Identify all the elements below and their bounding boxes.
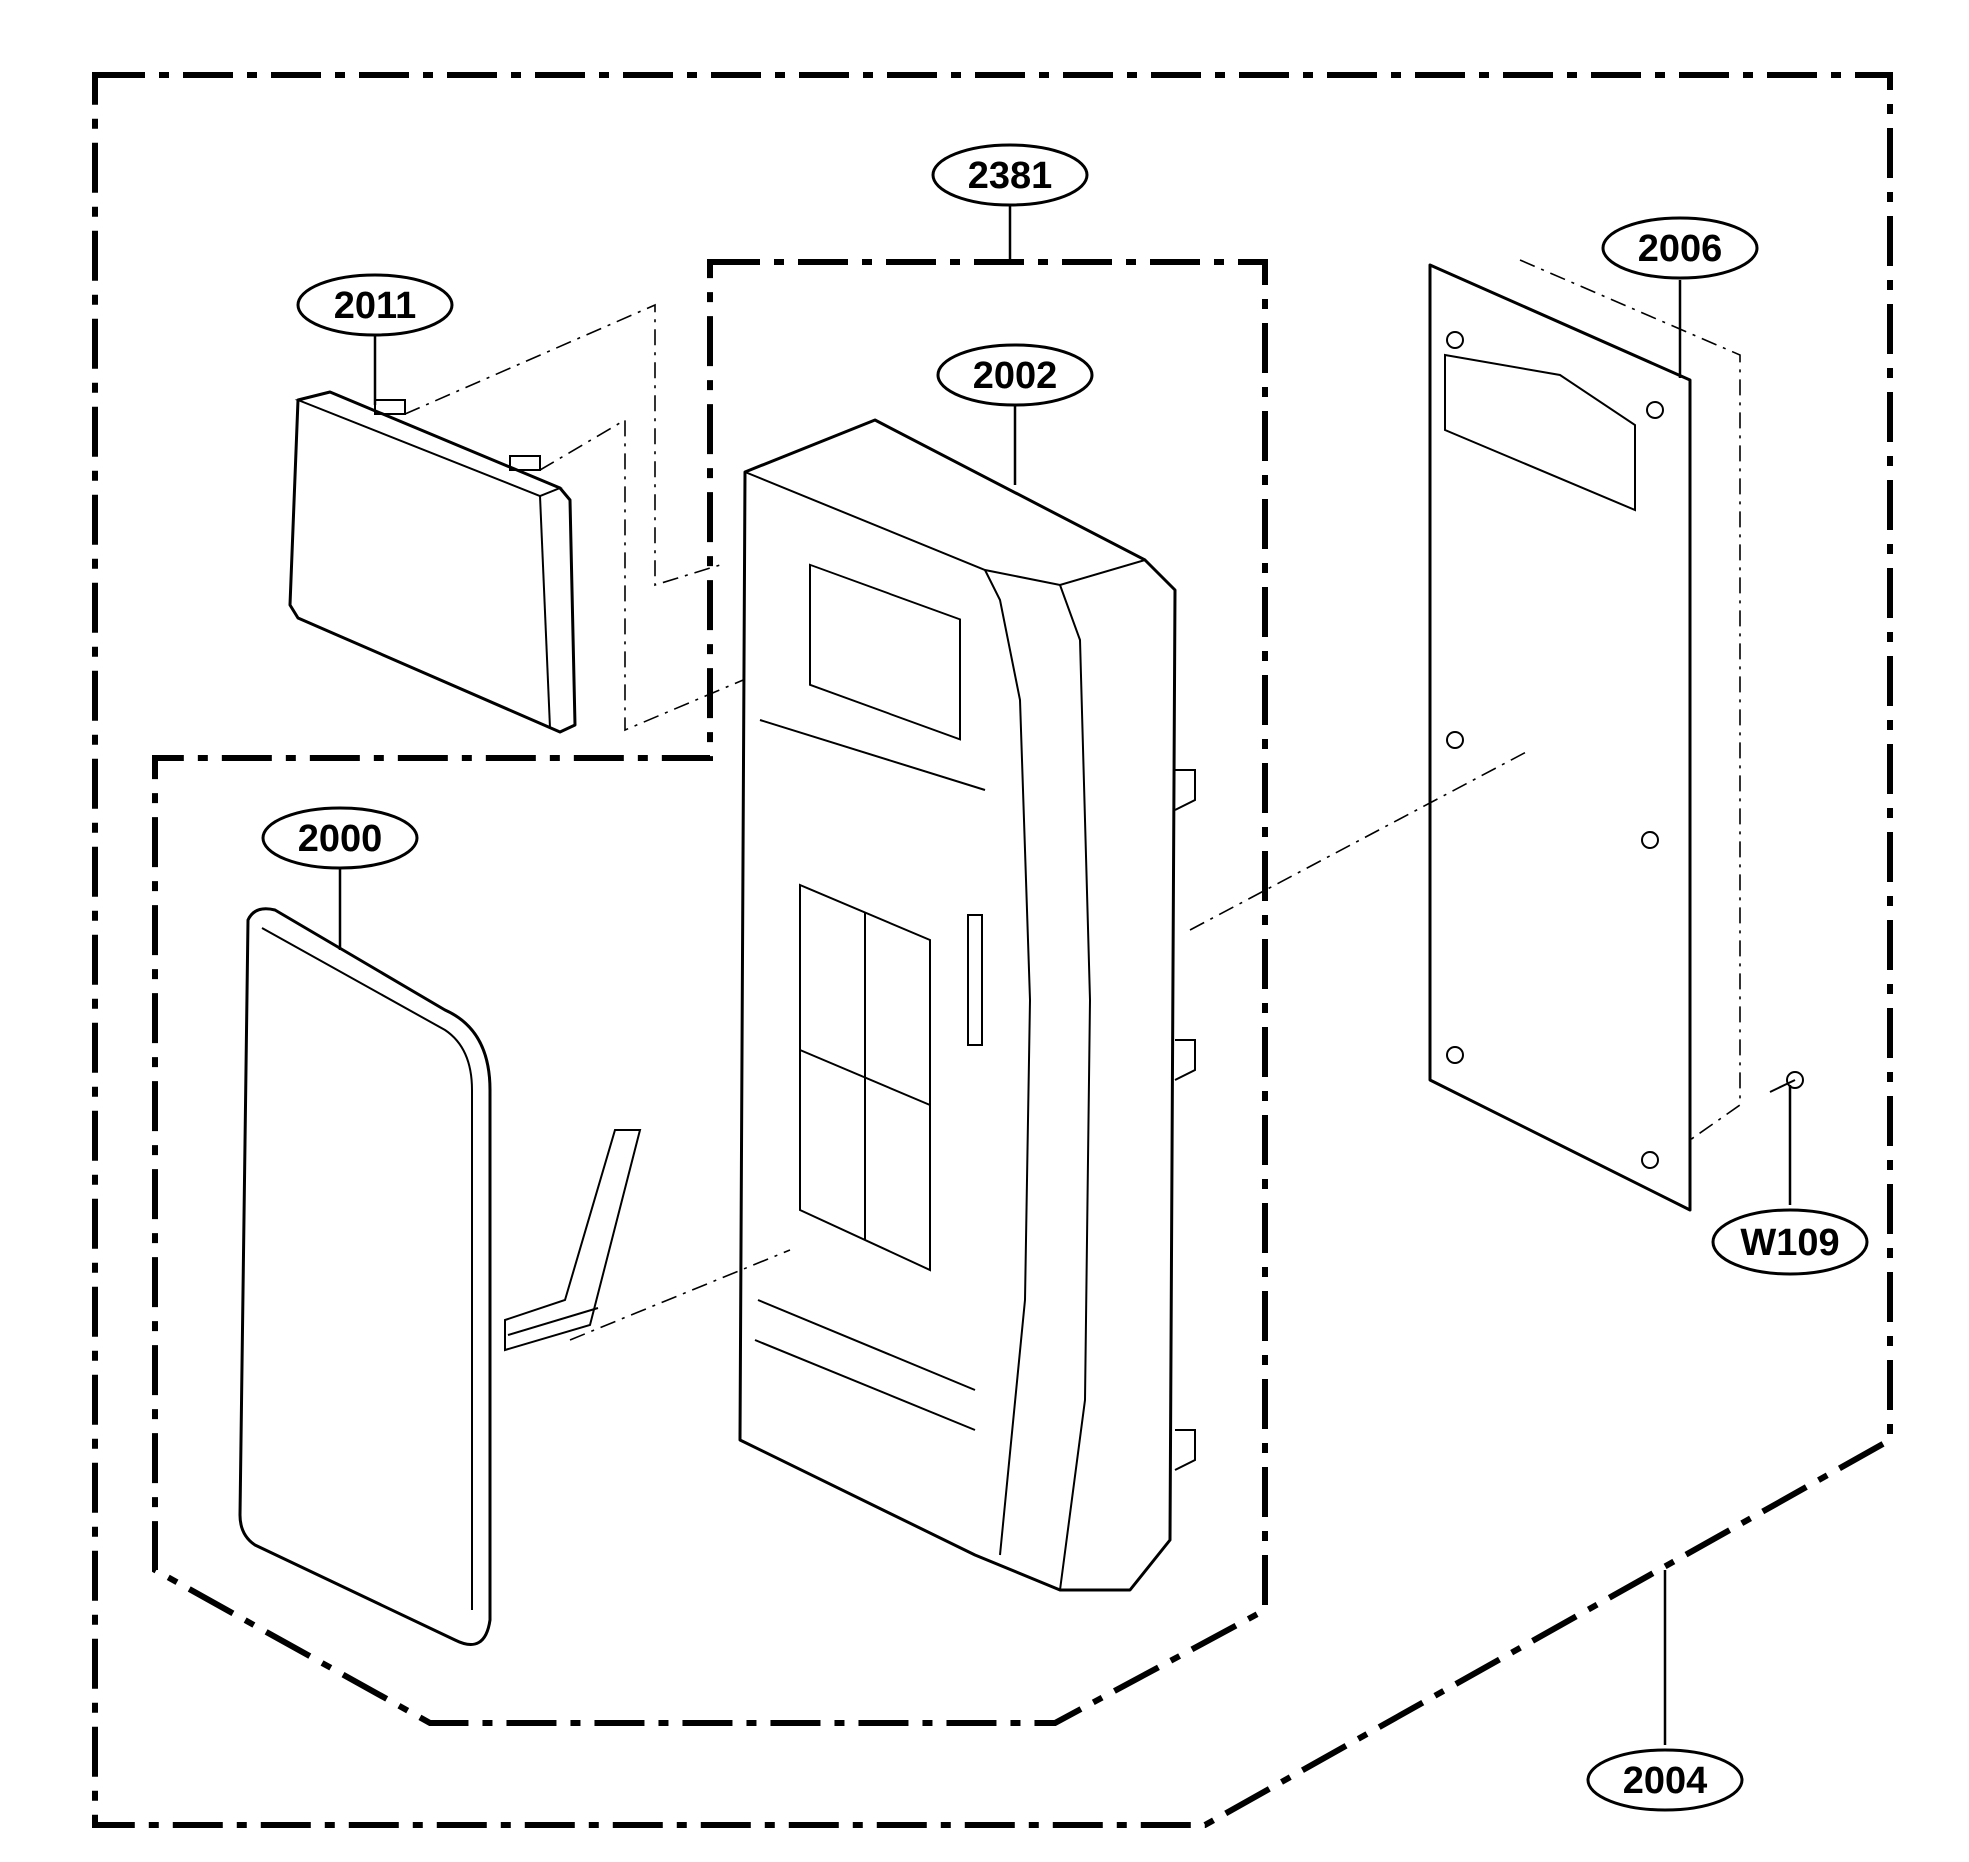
part-2000-front-panel xyxy=(238,907,791,1646)
assembly-boundary-2004 xyxy=(92,72,1893,1828)
callout-2011: 2011 xyxy=(296,273,454,337)
part-2011-cover xyxy=(288,303,756,734)
part-2006-pcb xyxy=(1189,259,1804,1212)
callout-label-w109: W109 xyxy=(1740,1222,1839,1264)
callout-2381: 2381 xyxy=(931,143,1089,207)
callout-label-2002: 2002 xyxy=(973,355,1058,397)
callout-leaders xyxy=(338,200,1792,1745)
callout-label-2011: 2011 xyxy=(334,285,416,327)
callout-label-2004: 2004 xyxy=(1623,1760,1708,1802)
assembly-boundary-2381 xyxy=(152,259,1268,1726)
callout-2000: 2000 xyxy=(261,806,419,870)
callout-label-2006: 2006 xyxy=(1638,228,1723,270)
callout-2002: 2002 xyxy=(936,343,1094,407)
callout-label-2000: 2000 xyxy=(298,818,383,860)
part-2002-housing xyxy=(738,418,1196,1592)
callout-w109: W109 xyxy=(1711,1208,1869,1276)
callout-label-2381: 2381 xyxy=(968,155,1053,197)
callout-2004: 2004 xyxy=(1586,1748,1744,1812)
callout-2006: 2006 xyxy=(1601,216,1759,280)
